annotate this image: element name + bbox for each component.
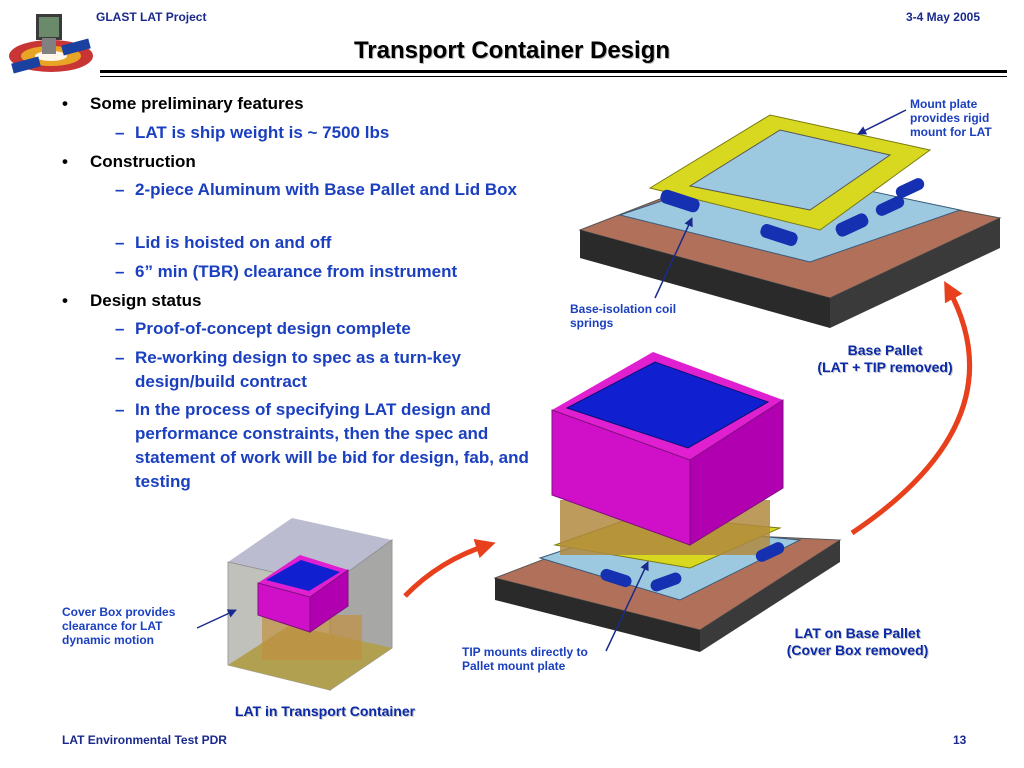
base-pallet-image [578, 114, 1002, 328]
cover-box-callout: Cover Box provides clearance for LAT dyn… [62, 605, 176, 647]
tip-mounts-callout: TIP mounts directly to Pallet mount plat… [462, 645, 588, 673]
title-rule-thick [100, 70, 1007, 73]
cover-box-leader [196, 609, 237, 629]
lat-in-container-caption: LAT in Transport Container [234, 703, 416, 719]
satellite-logo-icon [9, 14, 93, 74]
coil-springs-callout: Base-isolation coil springs [570, 302, 677, 330]
base-pallet-caption: Base Pallet (LAT + TIP removed) [790, 342, 980, 376]
caption-line: Base Pallet [847, 342, 923, 358]
tip-mounts-leader [605, 561, 649, 652]
glast-logo [6, 8, 96, 84]
caption-line: LAT on Base Pallet [794, 625, 921, 641]
coil-springs-leader [654, 217, 693, 299]
caption-line: (LAT + TIP removed) [817, 359, 953, 375]
project-name: GLAST LAT Project [96, 10, 207, 24]
mount-plate-leader [857, 109, 907, 135]
caption-line: (Cover Box removed) [786, 642, 929, 658]
red-arrow-to-lat-on-pallet [403, 539, 496, 598]
slide-title: Transport Container Design [353, 37, 671, 64]
lat-on-pallet-image [493, 352, 842, 652]
red-arrow-to-base-pallet [850, 280, 972, 536]
header-date: 3-4 May 2005 [905, 10, 980, 24]
lat-on-pallet-caption: LAT on Base Pallet (Cover Box removed) [760, 625, 955, 659]
footer-title: LAT Environmental Test PDR [62, 733, 227, 747]
page-number: 13 [953, 733, 967, 747]
mount-plate-callout: Mount plate provides rigid mount for LAT [910, 97, 992, 139]
lat-in-container-image [227, 518, 393, 691]
title-rule-thin [100, 76, 1007, 77]
